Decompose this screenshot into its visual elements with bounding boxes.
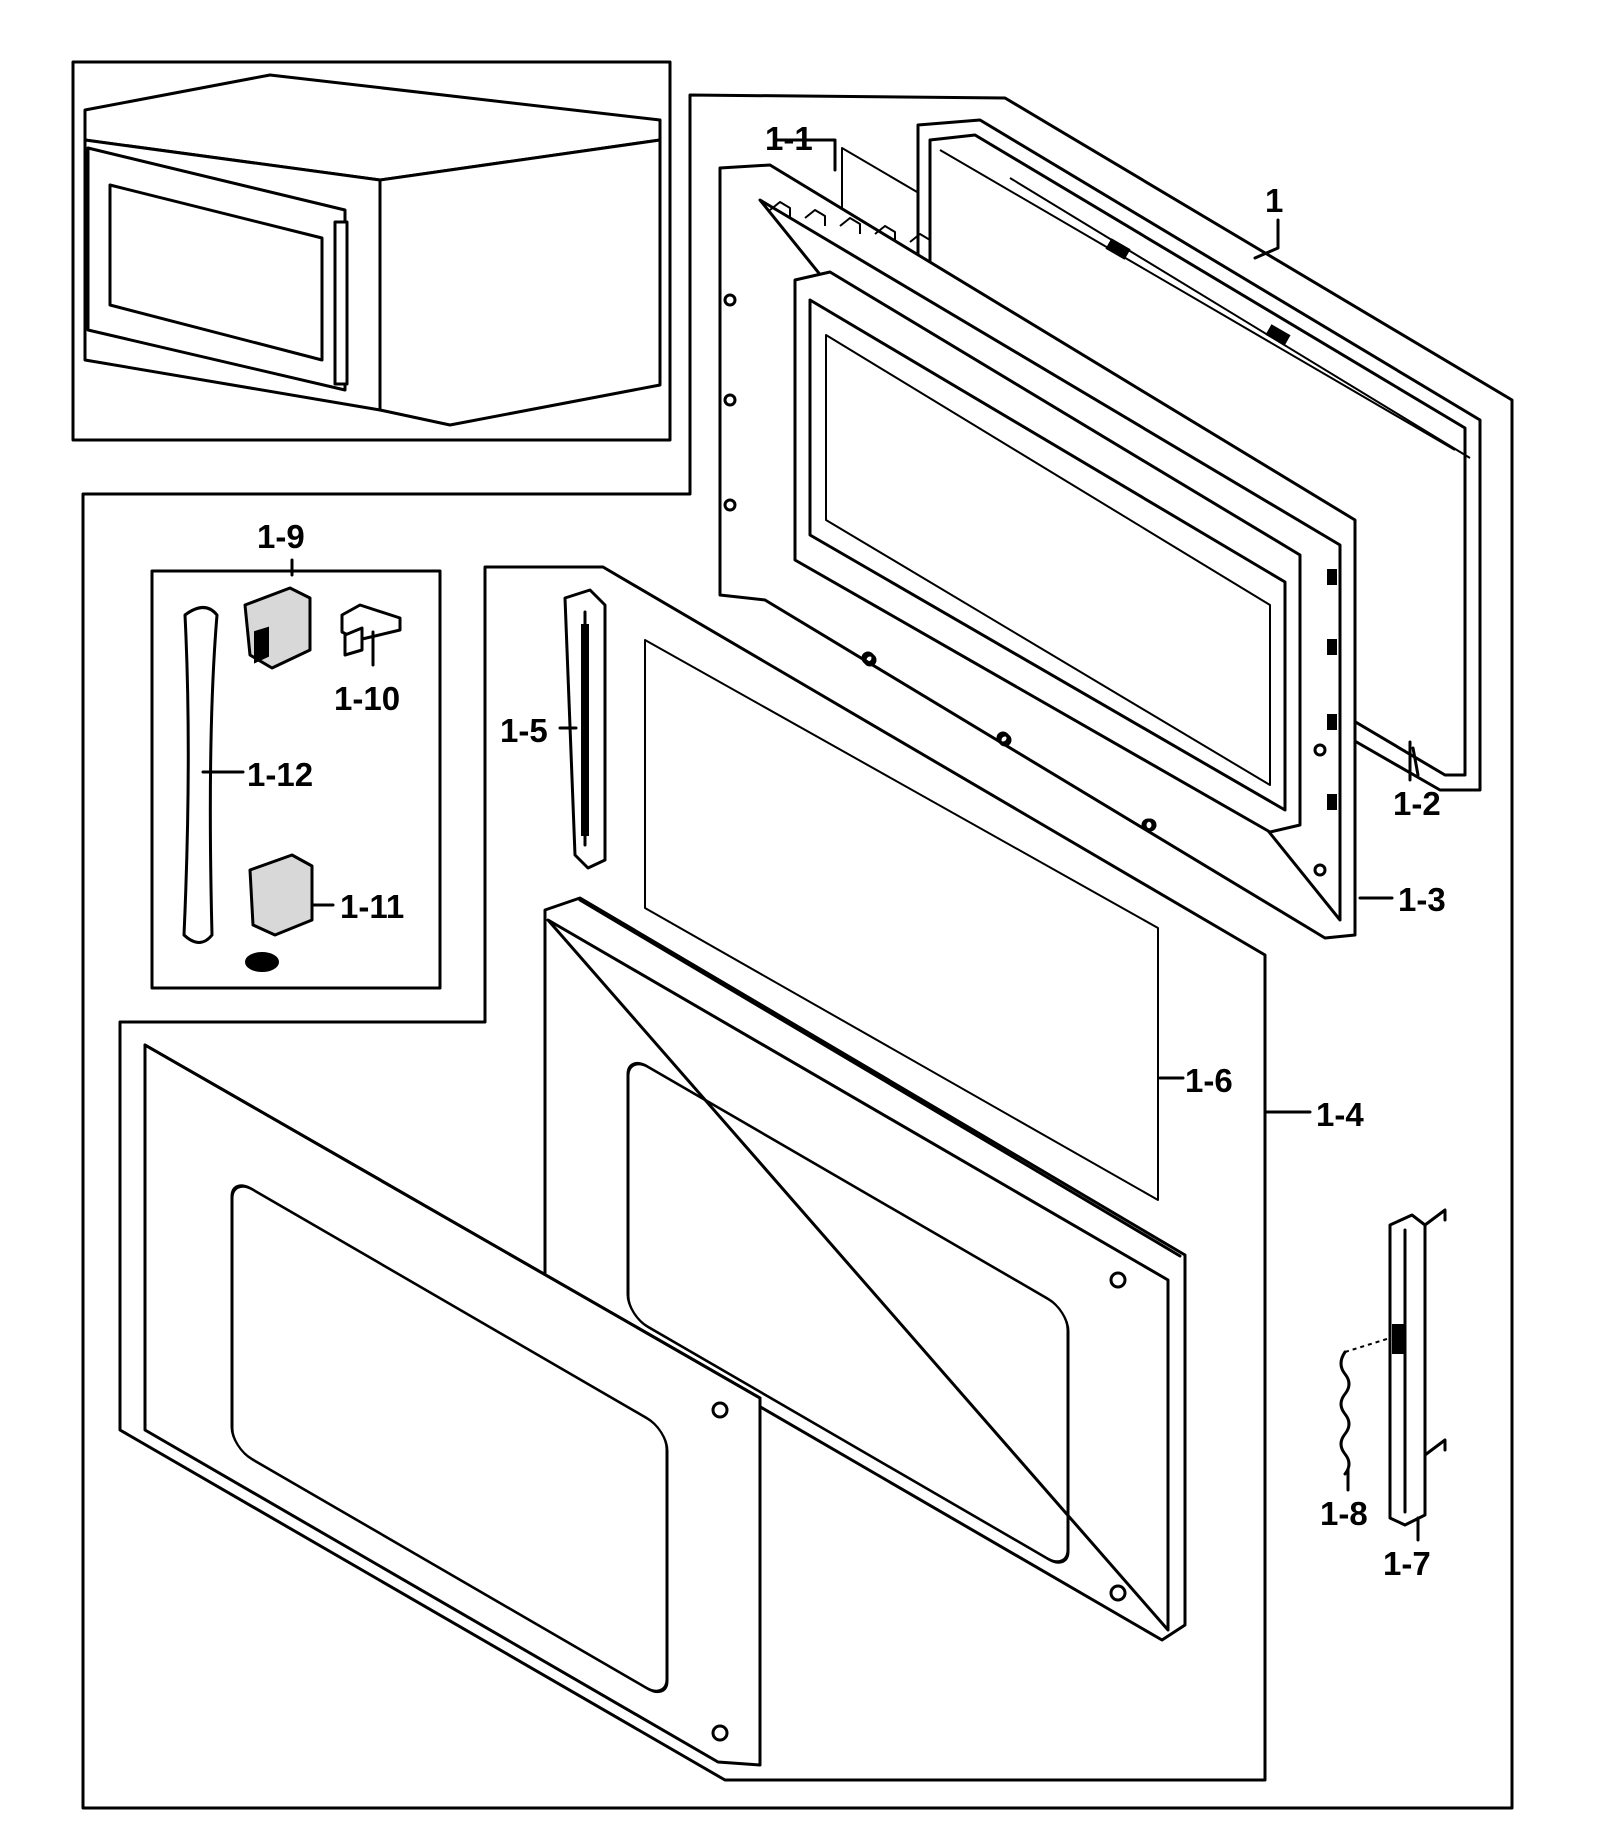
frame-notches xyxy=(769,201,931,250)
label-1-3: 1-3 xyxy=(1398,881,1446,918)
label-1-10: 1-10 xyxy=(334,680,400,717)
door-frame-part xyxy=(718,163,1357,940)
label-1: 1 xyxy=(1265,182,1283,219)
hinge-bar-part xyxy=(563,588,607,870)
spring-part xyxy=(1339,1337,1391,1476)
label-1-7: 1-7 xyxy=(1383,1545,1431,1582)
leader-lines xyxy=(201,138,1420,1542)
interlock-lever-part xyxy=(1388,1208,1447,1527)
door-outer-panel-part xyxy=(143,1043,762,1767)
label-1-8: 1-8 xyxy=(1320,1495,1368,1532)
door-inner-panel-part xyxy=(543,896,1187,1642)
label-1-1: 1-1 xyxy=(765,120,813,157)
door-outer-outline xyxy=(118,565,1267,1782)
label-1-5: 1-5 xyxy=(500,712,548,749)
label-1-4: 1-4 xyxy=(1316,1096,1364,1133)
door-glass-part xyxy=(644,639,1159,1201)
part-labels: 1 1-1 1-2 1-3 1-4 1-5 1-6 1-7 1-8 1-9 1-… xyxy=(247,120,1446,1582)
small-parts-box xyxy=(150,569,442,990)
door-assembly-outline xyxy=(81,93,1514,1810)
microwave-overview-inset xyxy=(71,60,672,442)
label-1-2: 1-2 xyxy=(1393,785,1441,822)
label-1-9: 1-9 xyxy=(257,518,305,555)
label-1-11: 1-11 xyxy=(340,888,404,925)
label-1-6: 1-6 xyxy=(1185,1062,1233,1099)
label-1-12: 1-12 xyxy=(247,756,313,793)
